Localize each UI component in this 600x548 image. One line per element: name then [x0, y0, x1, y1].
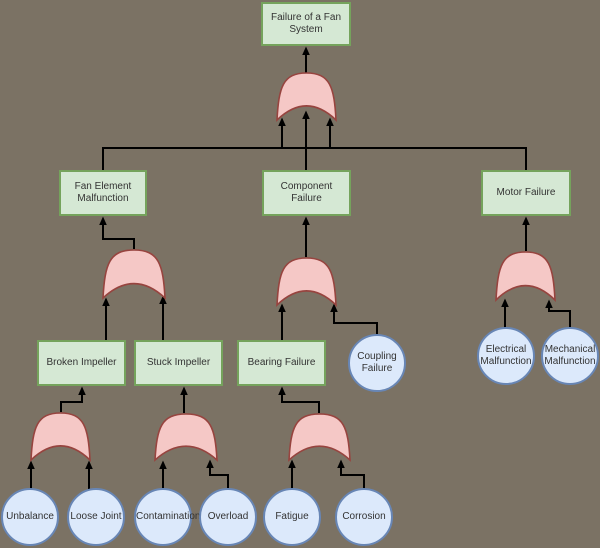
event-motor[interactable]: Motor Failure [481, 170, 571, 216]
node-label: Electrical Malfunction [480, 343, 532, 368]
node-label: Overload [207, 510, 249, 522]
or-gate-g-fan[interactable] [102, 249, 166, 300]
node-label: Broken Impeller [46, 356, 117, 368]
node-label: Fatigue [275, 510, 309, 522]
event-fan-element[interactable]: Fan Element Malfunction [59, 170, 147, 216]
or-gate-g-a[interactable] [30, 412, 91, 462]
node-label: Component Failure [280, 180, 333, 205]
or-gate-g-c[interactable] [288, 413, 351, 462]
node-label: Coupling Failure [357, 350, 397, 375]
event-top[interactable]: Failure of a Fan System [261, 2, 351, 46]
or-gate-g-motor[interactable] [495, 251, 556, 303]
basic-event-mechanical-malfunction[interactable]: Mechanical Malfunction [541, 327, 599, 385]
connector-line [330, 303, 378, 335]
basic-event-loose-joint[interactable]: Loose Joint [67, 488, 125, 546]
event-component[interactable]: Component Failure [262, 170, 351, 216]
basic-event-overload[interactable]: Overload [199, 488, 257, 546]
basic-event-contamination[interactable]: Contamination [134, 488, 201, 546]
node-label: Mechanical Malfunction [544, 343, 596, 368]
node-label: Contamination [136, 510, 201, 522]
connector-line [99, 216, 135, 249]
basic-event-coupling-failure[interactable]: Coupling Failure [348, 334, 406, 392]
or-gate-g-b[interactable] [154, 413, 218, 462]
or-gate-g-comp[interactable] [276, 257, 337, 307]
or-gate-g-top[interactable] [276, 72, 337, 122]
node-label: Stuck Impeller [146, 356, 211, 368]
node-label: Corrosion [342, 510, 386, 522]
connector-line [60, 386, 86, 412]
connector-line [278, 386, 320, 413]
event-broken-impeller[interactable]: Broken Impeller [37, 340, 126, 386]
node-label: Fan Element Malfunction [74, 180, 132, 205]
node-label: Unbalance [6, 510, 54, 522]
node-label: Bearing Failure [247, 356, 316, 368]
node-label: Failure of a Fan System [270, 11, 342, 36]
event-stuck-impeller[interactable]: Stuck Impeller [134, 340, 223, 386]
node-label: Motor Failure [496, 186, 556, 198]
event-bearing-failure[interactable]: Bearing Failure [237, 340, 326, 386]
connector-line [337, 459, 365, 489]
connector-line [102, 147, 527, 170]
node-label: Loose Joint [70, 510, 122, 522]
basic-event-corrosion[interactable]: Corrosion [335, 488, 393, 546]
connector-line [545, 299, 571, 328]
basic-event-unbalance[interactable]: Unbalance [1, 488, 59, 546]
basic-event-electrical-malfunction[interactable]: Electrical Malfunction [477, 327, 535, 385]
basic-event-fatigue[interactable]: Fatigue [263, 488, 321, 546]
connector-line [206, 459, 229, 489]
